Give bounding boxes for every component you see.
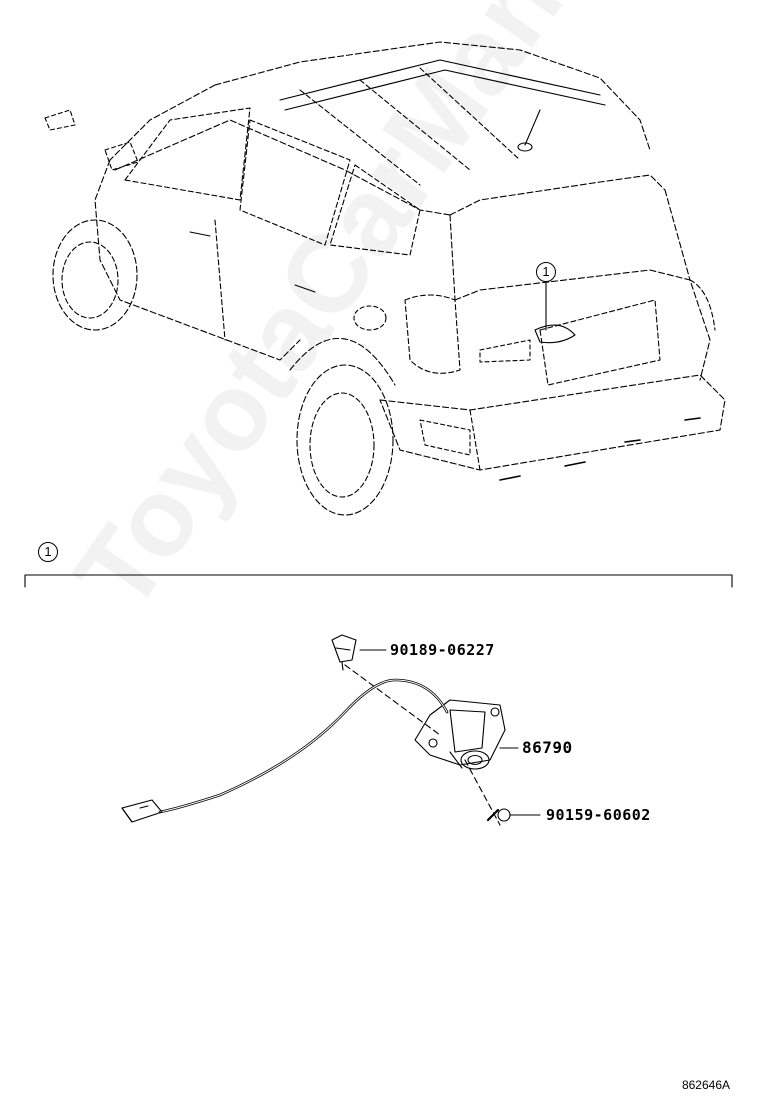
screw-drawing [486,808,511,822]
camera-assembly-drawing [121,634,541,826]
section-callout-1[interactable]: 1 [38,542,58,562]
camera-body-drawing [414,699,506,770]
harness-cable-drawing [158,678,449,814]
diagram-code: 862646A [681,1078,730,1092]
part-number-camera[interactable]: 86790 [522,738,573,757]
clip-drawing [331,634,357,671]
part-number-clip[interactable]: 90189-06227 [390,641,495,659]
section-bracket [24,574,733,588]
part-number-screw[interactable]: 90159-60602 [546,806,651,824]
vehicle-illustration [44,41,726,516]
vehicle-callout-1[interactable]: 1 [536,262,556,282]
connector-drawing [121,799,163,823]
